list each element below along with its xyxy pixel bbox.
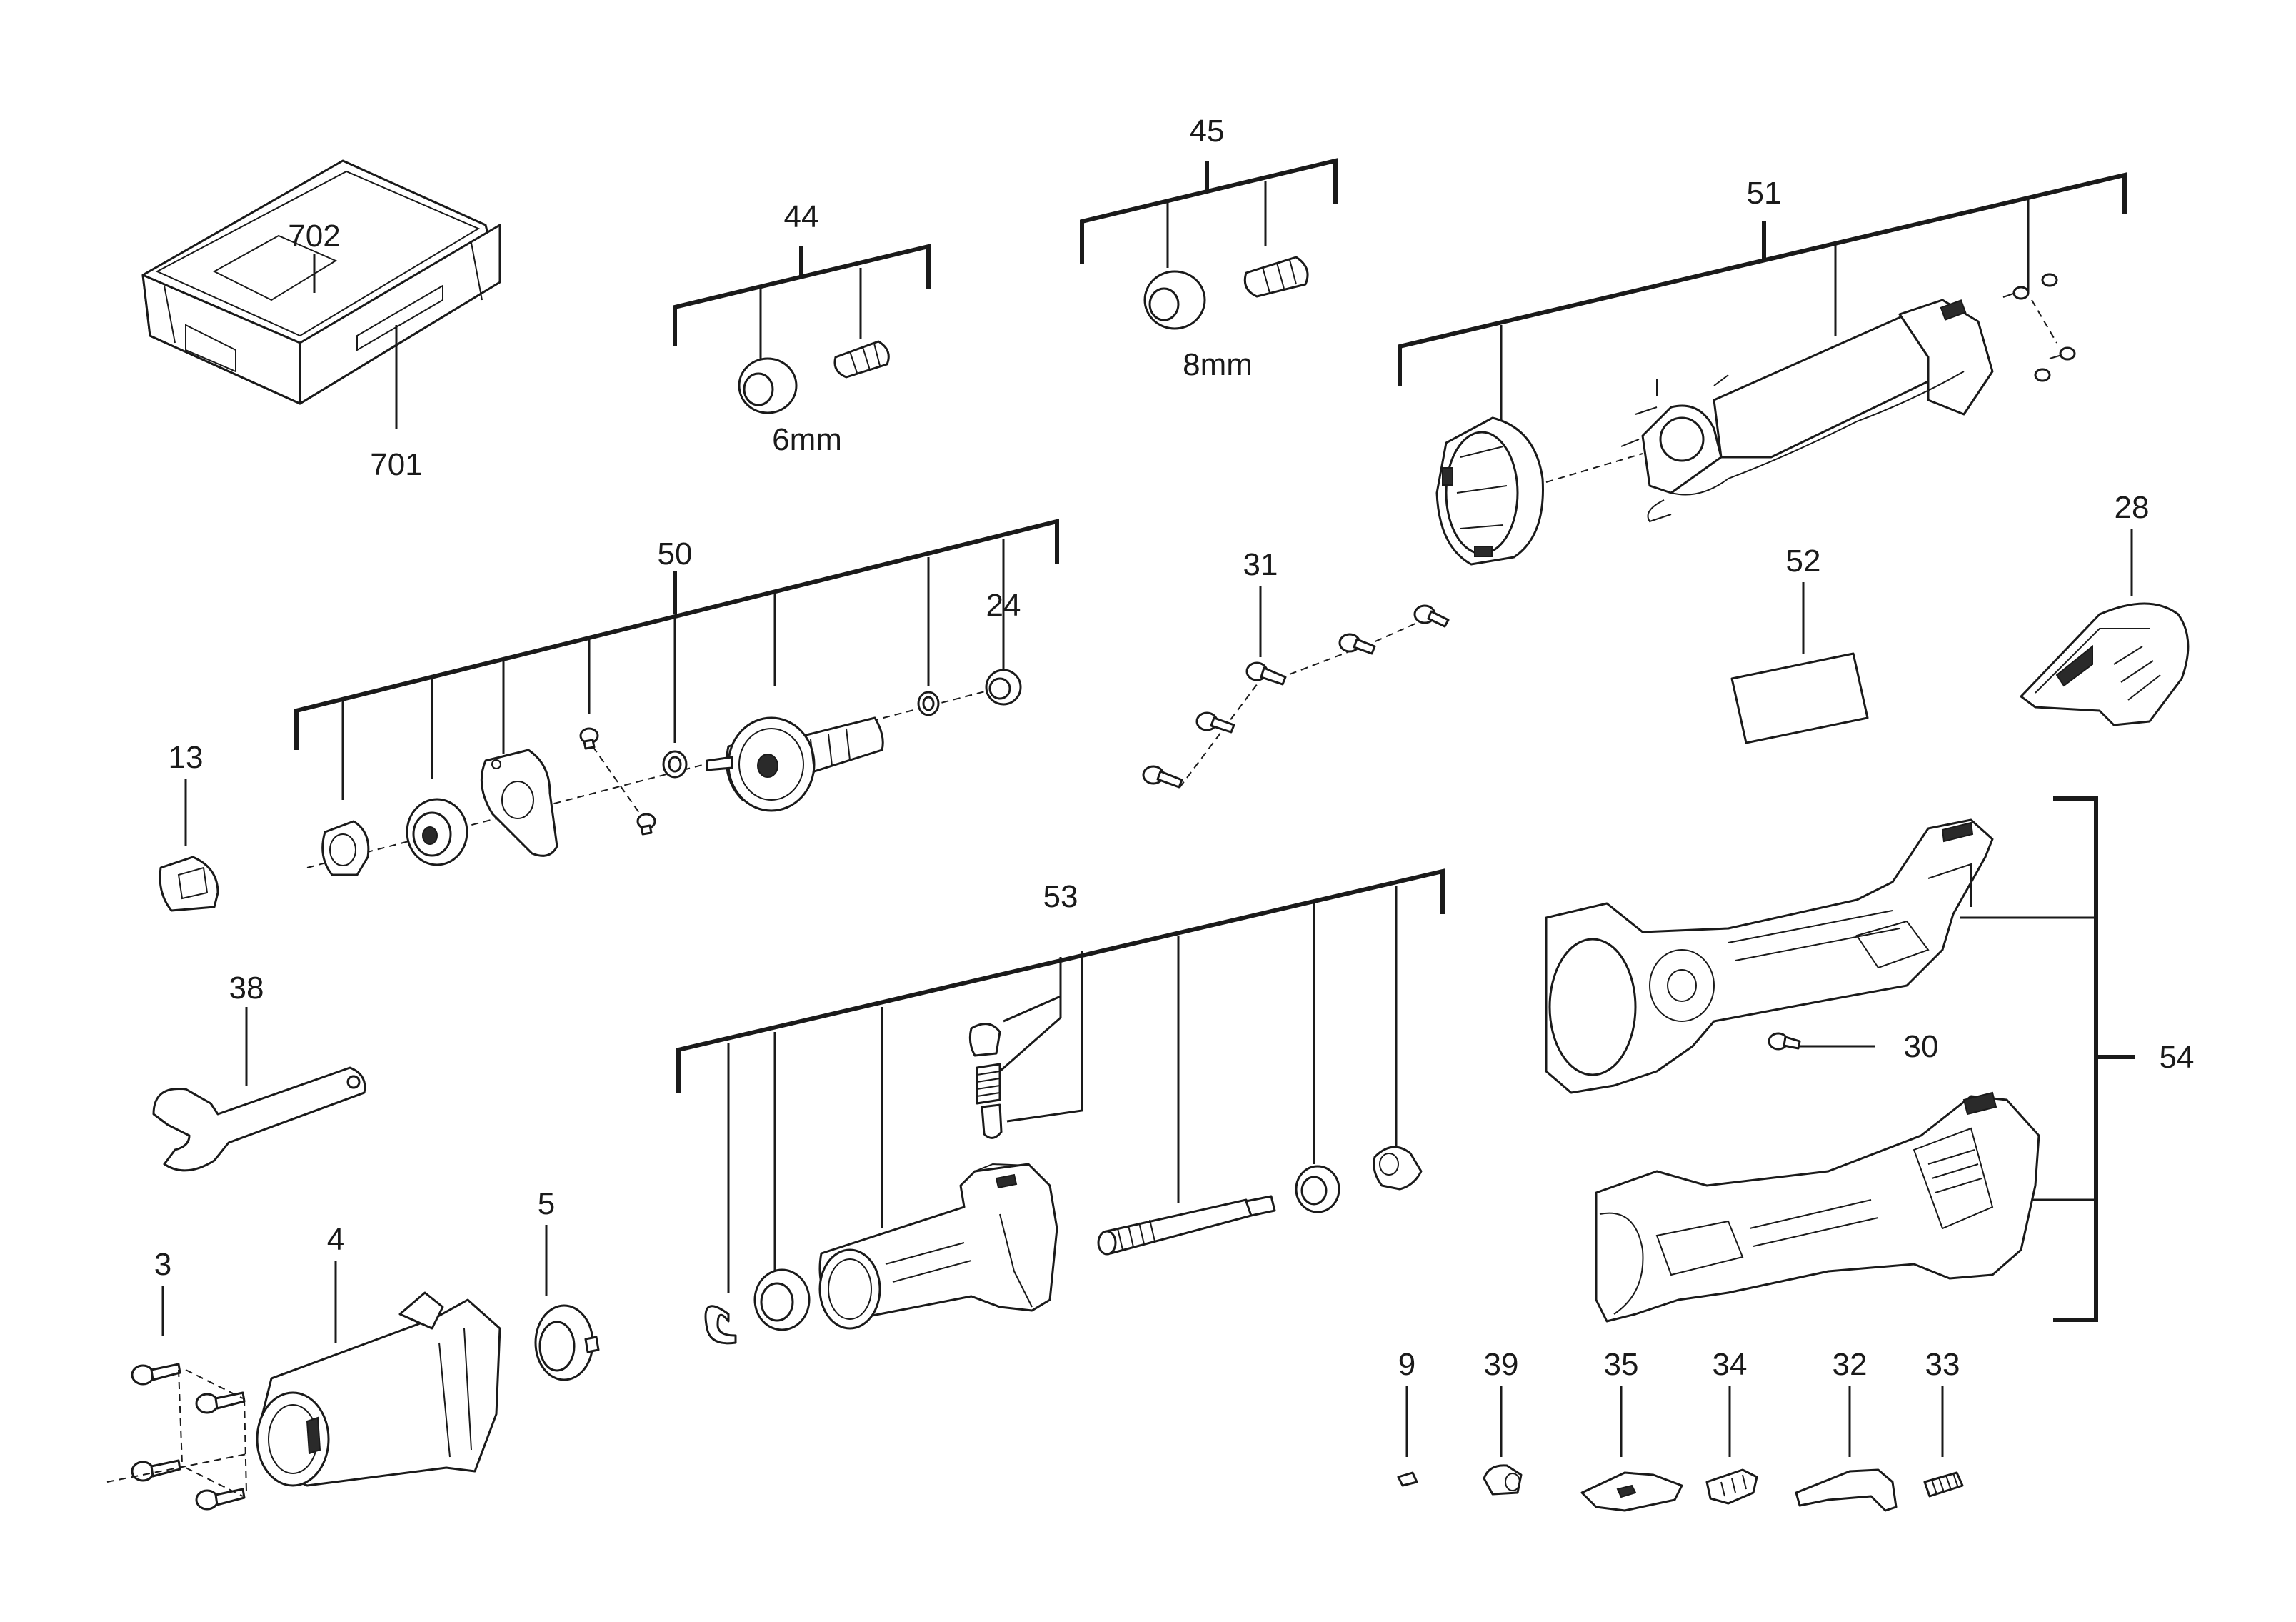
screw-51-b[interactable] xyxy=(2041,273,2058,287)
label-3: 3 xyxy=(154,1247,171,1282)
screw-50-a[interactable] xyxy=(579,727,599,750)
screw-50-b[interactable] xyxy=(636,813,656,836)
spanner-wrench-part[interactable] xyxy=(152,1066,366,1172)
screw-31-a[interactable] xyxy=(1245,661,1287,686)
housing-half-left[interactable] xyxy=(1545,818,1994,1094)
label-54: 54 xyxy=(2160,1040,2195,1075)
label-33: 33 xyxy=(1925,1347,1960,1382)
retaining-ring-part[interactable] xyxy=(704,1305,737,1345)
screw-51-c[interactable] xyxy=(2049,346,2076,361)
part-34-slider[interactable] xyxy=(1705,1468,1758,1505)
spindle-nut-part[interactable] xyxy=(1373,1146,1423,1191)
label-51: 51 xyxy=(1747,176,1782,211)
stator-part[interactable] xyxy=(1435,416,1544,566)
label-53: 53 xyxy=(1043,879,1078,914)
label-34: 34 xyxy=(1713,1347,1748,1382)
label-24: 24 xyxy=(986,588,1021,623)
label-35: 35 xyxy=(1604,1347,1639,1382)
bearing-53-rear[interactable] xyxy=(1295,1165,1340,1213)
screw-3-c[interactable] xyxy=(131,1459,181,1482)
screw-30[interactable] xyxy=(1768,1032,1801,1051)
collet-nut-8mm[interactable] xyxy=(1143,270,1206,330)
carry-case-part[interactable] xyxy=(141,159,501,429)
screw-51-a[interactable] xyxy=(2002,286,2030,300)
rating-label-part[interactable] xyxy=(1730,652,1869,744)
collet-8mm[interactable] xyxy=(1243,256,1309,298)
bracket-53 xyxy=(676,868,1445,1293)
bearing-53-front[interactable] xyxy=(753,1268,811,1331)
electronics-module-part[interactable] xyxy=(1620,299,1994,523)
gear-case-part[interactable] xyxy=(818,1163,1058,1330)
screw-31-b[interactable] xyxy=(1338,633,1376,655)
label-13: 13 xyxy=(169,740,204,775)
battery-cover-part[interactable] xyxy=(2020,602,2190,726)
front-housing-part[interactable] xyxy=(256,1291,501,1487)
bearing-plate-part[interactable] xyxy=(480,749,558,857)
screw-31-c[interactable] xyxy=(1413,604,1450,628)
label-4: 4 xyxy=(327,1222,344,1257)
label-702: 702 xyxy=(288,219,340,254)
label-50: 50 xyxy=(658,536,693,571)
label-28: 28 xyxy=(2115,490,2150,525)
label-45: 45 xyxy=(1190,114,1225,149)
label-52: 52 xyxy=(1786,544,1821,579)
screw-51-d[interactable] xyxy=(2034,368,2051,382)
spindle-lock-pin[interactable] xyxy=(981,1103,1003,1139)
label-6mm: 6mm xyxy=(772,422,842,457)
spindle-lock-button[interactable] xyxy=(968,1023,1001,1057)
bracket-50 xyxy=(294,519,1059,800)
bearing-seal-5[interactable] xyxy=(534,1304,600,1381)
screw-3-a[interactable] xyxy=(131,1363,181,1386)
label-31: 31 xyxy=(1243,547,1278,582)
spindle-part[interactable] xyxy=(1097,1195,1276,1256)
rotor-part[interactable] xyxy=(706,716,884,812)
part-39-cap[interactable] xyxy=(1483,1464,1523,1496)
screw-3-d[interactable] xyxy=(195,1488,246,1511)
screw-31-d[interactable] xyxy=(1195,711,1235,734)
label-701: 701 xyxy=(370,447,422,482)
label-44: 44 xyxy=(784,199,819,234)
part-33-spring[interactable] xyxy=(1923,1471,1964,1498)
washer-24[interactable] xyxy=(917,691,940,716)
bracket-54 xyxy=(1960,796,2135,1322)
fan-nut-part[interactable] xyxy=(321,820,370,876)
part-32-lever[interactable] xyxy=(1795,1468,1898,1512)
bracket-51 xyxy=(1398,172,2127,421)
label-39: 39 xyxy=(1484,1347,1519,1382)
bearing-24[interactable] xyxy=(985,669,1022,706)
fan-cap-13[interactable] xyxy=(159,856,219,912)
label-5: 5 xyxy=(538,1186,555,1221)
part-9-pin[interactable] xyxy=(1397,1471,1418,1487)
housing-half-right[interactable] xyxy=(1595,1091,2040,1323)
label-30: 30 xyxy=(1904,1029,1939,1064)
collet-nut-6mm[interactable] xyxy=(738,357,798,414)
part-35-switch-plate[interactable] xyxy=(1580,1471,1683,1512)
label-32: 32 xyxy=(1833,1347,1868,1382)
label-9: 9 xyxy=(1398,1347,1415,1382)
bracket-44 xyxy=(673,244,931,361)
bracket-45 xyxy=(1080,158,1338,268)
washer-50[interactable] xyxy=(662,750,688,779)
collet-6mm[interactable] xyxy=(833,340,890,379)
screw-3-b[interactable] xyxy=(195,1391,246,1414)
screw-31-e[interactable] xyxy=(1142,765,1183,789)
spindle-lock-spring[interactable] xyxy=(976,1063,1001,1105)
bearing-50-front[interactable] xyxy=(406,798,468,866)
label-8mm: 8mm xyxy=(1183,347,1253,382)
label-38: 38 xyxy=(229,971,264,1006)
